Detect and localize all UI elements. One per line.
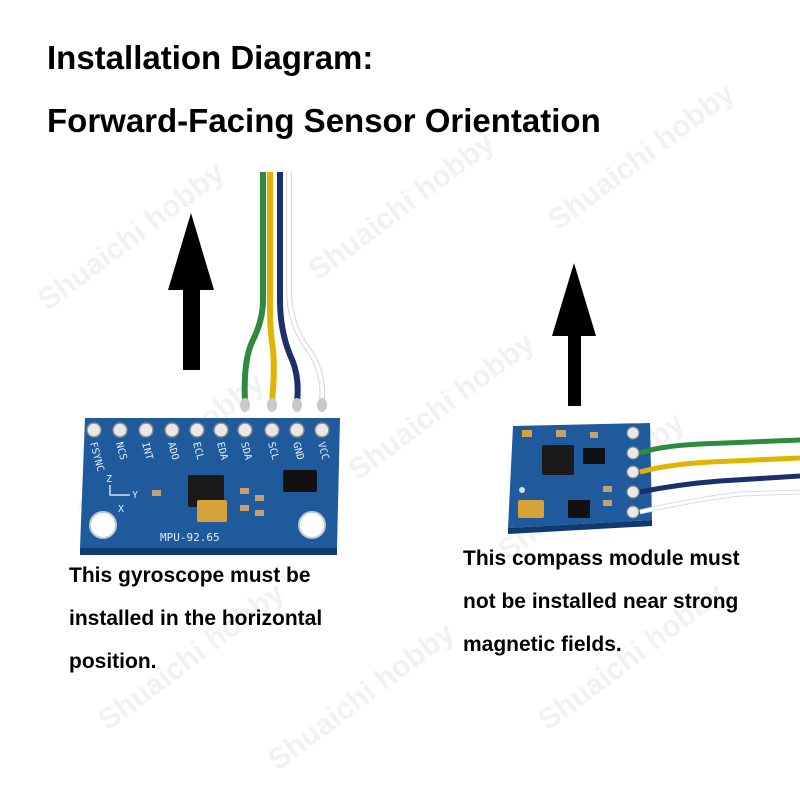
compass-board [508,423,652,534]
caption-line: not be installed near strong [463,590,739,613]
pin-label: ECL [190,441,205,461]
page-subtitle: Forward-Facing Sensor Orientation [47,102,601,139]
pin-label: EDA [214,441,229,461]
gyro-board [80,398,340,555]
pin-label: GND [290,441,305,461]
pin-label: SDA [238,441,253,461]
pin-label: INT [139,441,154,461]
caption-line: magnetic fields. [463,633,622,656]
pin-label: VCC [315,441,330,461]
compass-caption: This compass module must not be installe… [463,537,740,666]
axis-label-z: Z [106,474,112,485]
gyro-caption: This gyroscope must be installed in the … [69,554,322,683]
pin-label: NCS [113,441,128,461]
pin-label: SCL [265,441,280,461]
compass-wires [639,437,800,515]
caption-line: position. [69,650,157,673]
forward-arrow-right [552,263,596,406]
forward-arrow-left [168,213,214,370]
axis-label-x: X [118,504,124,515]
axis-label-y: Y [132,490,138,501]
caption-line: installed in the horizontal [69,607,323,630]
page-title: Installation Diagram: [47,39,374,76]
board-model-label: MPU-92.65 [160,531,220,544]
caption-line: This gyroscope must be [69,564,311,587]
gyro-wires [241,172,326,403]
pin-label: ADO [165,441,180,461]
caption-line: This compass module must [463,547,740,570]
